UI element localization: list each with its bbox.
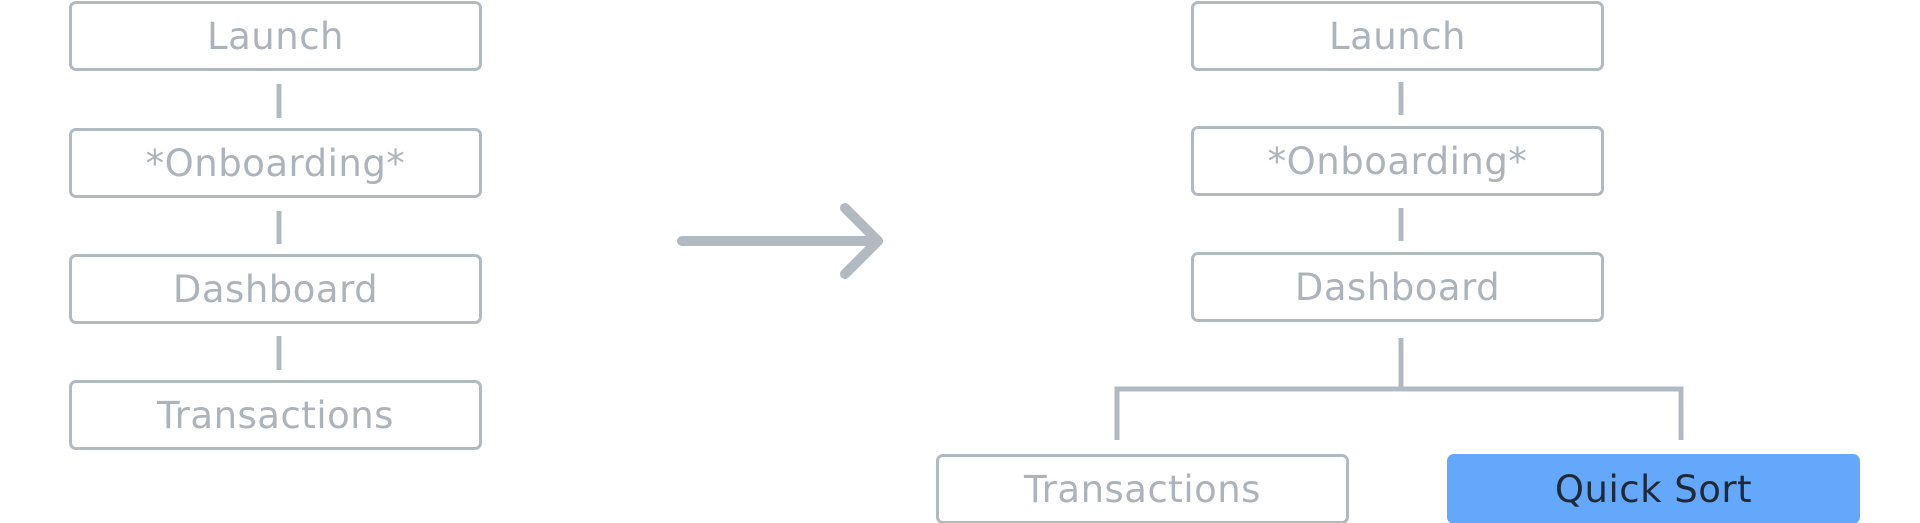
node-before-transactions: Transactions (69, 380, 482, 450)
node-after-transactions: Transactions (936, 454, 1349, 523)
node-after-launch: Launch (1191, 1, 1604, 71)
node-after-quick-sort: Quick Sort (1447, 454, 1860, 523)
arrow-right-icon (677, 203, 883, 279)
node-after-dashboard: Dashboard (1191, 252, 1604, 322)
connector-after-dashboard-branch-right (1401, 386, 1684, 440)
node-before-onboarding: *Onboarding* (69, 128, 482, 198)
connector-after-dashboard-branch (1114, 338, 1404, 440)
node-before-dashboard: Dashboard (69, 254, 482, 324)
node-after-onboarding: *Onboarding* (1191, 126, 1604, 196)
node-before-launch: Launch (69, 1, 482, 71)
